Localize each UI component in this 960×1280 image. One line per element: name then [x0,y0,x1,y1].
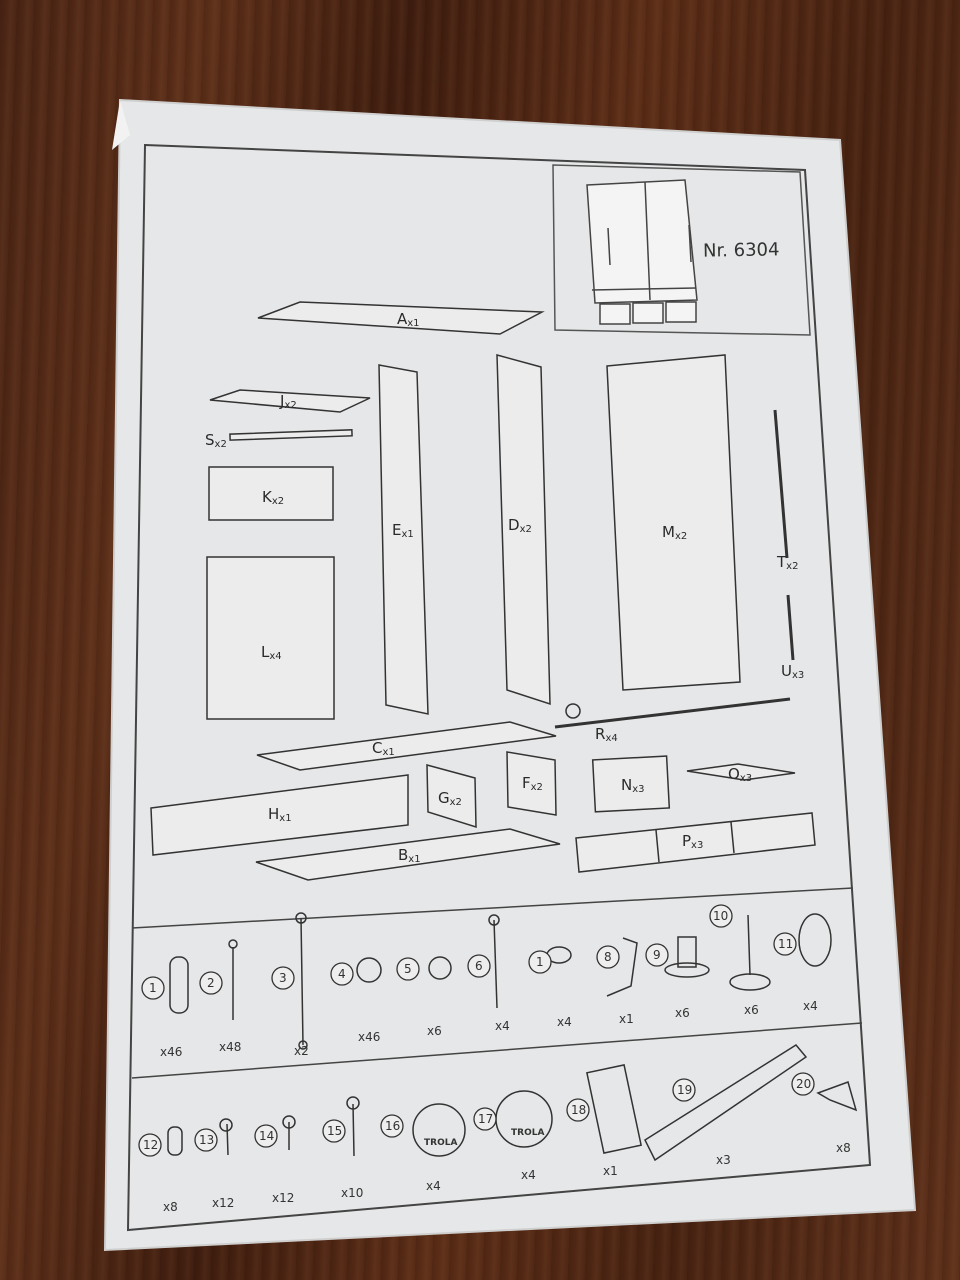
hw-num-3: 3 [279,971,287,985]
brand-trola-17: TROLA [511,1128,545,1138]
model-number: Nr. 6304 [702,239,780,262]
panel-G [426,764,477,829]
part-label-U: Ux3 [781,662,805,681]
hw-qty-1: x46 [160,1045,183,1059]
panel-H [150,774,409,856]
part-label-F: Fx2 [522,774,543,793]
panel-E [378,364,429,715]
hw-num-13: 13 [199,1133,215,1147]
panel-M [606,354,741,691]
part-label-O: Ox3 [728,765,753,784]
hw-num-5: 5 [404,962,412,976]
hw-qty-15: x10 [341,1186,364,1200]
panel-N [591,755,671,813]
part-label-G: Gx2 [438,789,462,808]
panel-F [506,751,557,816]
hw-num-16: 16 [385,1119,401,1133]
drawer-fronts-P [575,812,816,873]
rail-S [229,429,353,441]
hw-num-20: 20 [796,1077,812,1091]
hw-qty-12: x8 [163,1200,178,1214]
part-label-M: Mx2 [662,523,688,542]
hw-qty-8: x1 [619,1012,634,1026]
hw-qty-14: x12 [272,1191,295,1205]
brand-trola-16: TROLA [424,1138,458,1148]
hw-qty-16: x4 [426,1179,441,1193]
hw-qty-6: x4 [495,1019,510,1033]
part-label-H: Hx1 [268,805,292,824]
rod-R [554,697,791,729]
part-label-J: Jx2 [280,392,297,411]
hw-num-11: 11 [778,937,794,951]
hw-qty-2: x48 [219,1040,242,1054]
part-label-R: Rx4 [595,725,618,744]
panel-L [206,556,335,720]
hw-qty-17: x4 [521,1168,536,1182]
part-label-T: Tx2 [777,553,799,572]
hw-num-10: 10 [713,909,729,923]
hw-num-14: 14 [259,1129,275,1143]
rail-T [773,409,789,559]
hw-num-6: 6 [475,959,483,973]
panel-C [256,721,557,771]
part-label-P: Px3 [682,832,704,851]
part-label-C: Cx1 [372,739,395,758]
hw-num-4: 4 [338,967,346,981]
hw-qty-5: x6 [427,1024,442,1038]
hw-qty-19: x3 [716,1153,731,1167]
part-label-A: Ax1 [397,310,420,329]
hw-qty-10: x6 [744,1003,759,1017]
hw-qty-4: x46 [358,1030,381,1044]
panel-J [209,389,371,413]
part-label-K: Kx2 [262,488,285,507]
wardrobe-illustration [586,179,698,325]
hw-qty-9: x6 [675,1006,690,1020]
hw-num-2: 2 [207,976,215,990]
panel-O [686,763,796,781]
hw-num-8: 8 [604,950,612,964]
hw-qty-3: x2 [294,1044,309,1058]
hw-num-15: 15 [327,1124,343,1138]
part-label-L: Lx4 [261,643,282,662]
hw-num-9: 9 [653,948,661,962]
panel-D [496,354,551,706]
hw-qty-20: x8 [836,1141,851,1155]
hw-num-1: 1 [149,981,157,995]
hardware-number-circles [138,904,815,1157]
rail-U [786,594,795,661]
part-label-B: Bx1 [398,846,421,865]
hw-qty-13: x12 [212,1196,235,1210]
hw-qty-7: x4 [557,1015,572,1029]
panel-A [257,301,545,335]
hw-num-12: 12 [143,1138,159,1152]
part-label-E: Ex1 [392,521,414,540]
hw-num-18: 18 [571,1103,587,1117]
part-label-S: Sx2 [205,431,227,450]
hw-qty-18: x1 [603,1164,618,1178]
hw-num-19: 19 [677,1083,693,1097]
panel-B [255,828,561,881]
hw-num-17: 17 [478,1112,494,1126]
hw-qty-11: x4 [803,999,818,1013]
part-label-N: Nx3 [621,776,645,795]
hw-num-7: 1 [536,955,544,969]
panel-K [208,466,334,521]
part-label-D: Dx2 [508,516,532,535]
